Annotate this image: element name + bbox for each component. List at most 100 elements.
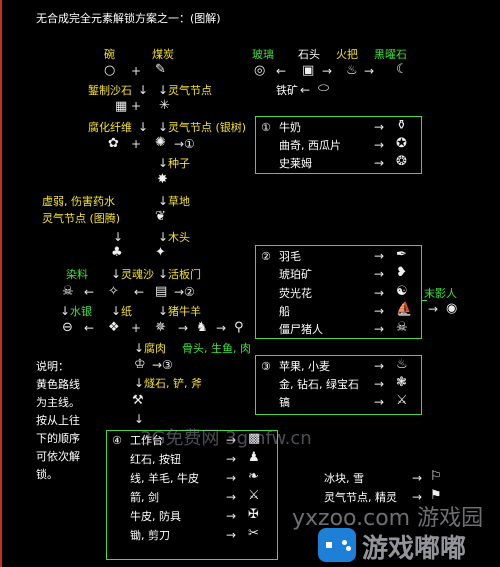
- paper-icon: ❖: [108, 320, 120, 335]
- arrow-right: →: [374, 156, 385, 170]
- box-2-number: ②: [261, 250, 271, 263]
- mercury-label: 水银: [70, 305, 92, 318]
- page-title: 无合成完全元素解锁方案之一：(图解): [36, 12, 221, 25]
- bone-fish-meat-label: 骨头, 生鱼, 肉: [182, 342, 251, 355]
- box-2-item: 琥珀矿: [279, 268, 312, 281]
- cookie-icon: ✪: [396, 136, 407, 151]
- arrow-right: →: [178, 321, 189, 335]
- box-2-item: 僵尸猪人: [279, 323, 323, 336]
- arrow-right: →: [364, 64, 375, 78]
- enderman-label: 末影人: [424, 287, 457, 300]
- soul-sand-icon: ✧: [108, 284, 119, 299]
- box-4-item: 红石, 按钮: [130, 453, 181, 466]
- arrow-right: →: [374, 359, 385, 373]
- button-dot-icon: [342, 540, 347, 545]
- box-2-item: 船: [279, 305, 290, 318]
- plus-sign: +: [131, 321, 142, 335]
- box-4-title: 工作台: [130, 434, 163, 447]
- arrow-right: →: [226, 433, 237, 447]
- enderman-icon: ◉: [446, 301, 458, 316]
- arrow-down: ↓: [138, 83, 149, 97]
- button-dot-icon: [346, 546, 351, 551]
- plus-sign: +: [131, 137, 142, 151]
- arrow-right-3: →③: [152, 358, 173, 372]
- notes-line: 按从上往: [36, 414, 80, 427]
- rotten-flesh-icon: ♔: [134, 357, 146, 372]
- coal-label: 煤炭: [152, 48, 174, 61]
- arrow-down: ↓: [158, 83, 169, 97]
- arrow-down: ↓: [134, 376, 145, 390]
- arrow-right: →: [428, 302, 439, 316]
- fiber-label: 腐化纤维: [88, 121, 132, 134]
- arrow-right: →: [374, 322, 385, 336]
- box-4-item: 线, 羊毛, 牛皮: [130, 472, 199, 485]
- arrow-right: →: [216, 321, 227, 335]
- coal-icon: ✎: [155, 62, 166, 77]
- rotten-flesh-label: 腐肉: [144, 342, 166, 355]
- box-2-item: 荧光花: [279, 287, 312, 300]
- arrow-left: ←: [84, 285, 95, 299]
- arrow-left: ←: [134, 285, 145, 299]
- arrow-right-1: →①: [174, 137, 195, 151]
- box-4: [106, 430, 278, 560]
- arrow-down: ↓: [158, 120, 169, 134]
- flint-label: 燧石, 铲, 斧: [144, 377, 202, 390]
- box-2: [255, 245, 422, 339]
- arrow-right-2: →②: [174, 285, 195, 299]
- bone-icon: ⚲: [234, 320, 244, 335]
- arrow-down: ↓: [158, 304, 169, 318]
- glass-label: 玻璃: [252, 48, 274, 61]
- box-4-item: 锄, 剪刀: [130, 529, 170, 542]
- dye-icon: ☠: [62, 284, 74, 299]
- arrow-down: ↓: [111, 304, 122, 318]
- obsidian-icon: ☾: [396, 62, 408, 77]
- arrow-right: →: [226, 490, 237, 504]
- iron-ore-label: 铁矿: [276, 84, 298, 97]
- wood-label: 木头: [168, 231, 190, 244]
- bowl-icon: ○: [104, 63, 116, 78]
- notes-line: 为主线。: [36, 396, 80, 409]
- arrow-right: →: [226, 452, 237, 466]
- weakness-potion-label: 虚弱, 伤害药水: [42, 195, 115, 208]
- slime-icon: ❂: [396, 154, 407, 169]
- feather-icon: ✒: [396, 247, 407, 262]
- boat-icon: ⛵: [396, 302, 413, 317]
- notes-line: 可依次解: [36, 450, 80, 463]
- arrow-right: →: [374, 395, 385, 409]
- arrow-right: →: [226, 471, 237, 485]
- plus-sign: +: [131, 99, 142, 113]
- sword-icon: ⚔: [248, 488, 260, 503]
- flesh-icon: ♞: [196, 320, 208, 335]
- stone-label: 石头: [298, 48, 320, 61]
- site-watermark: 3G免费网 3gmfw.cn: [140, 428, 312, 449]
- arrow-down: ↓: [158, 194, 169, 208]
- gold-icon: ❃: [396, 375, 407, 390]
- spirit-node-icon: ✺: [155, 135, 166, 150]
- potion-icon: ♣: [111, 245, 123, 260]
- arrow-down: ↓: [113, 230, 124, 244]
- arrow-down: ↓: [60, 304, 71, 318]
- ice-icon: ⚐: [430, 469, 442, 484]
- yxzoo-watermark: yxzoo.com 游戏园: [292, 506, 484, 531]
- box-1-number: ①: [261, 121, 271, 134]
- arrow-right: →: [412, 471, 423, 485]
- box-1: [255, 116, 422, 174]
- amber-icon: ❥: [396, 265, 407, 280]
- arrow-right: →: [374, 304, 385, 318]
- notes-line: 下的顺序: [36, 432, 80, 445]
- torch-label: 火把: [336, 48, 358, 61]
- box-3-item: 苹果, 小麦: [279, 360, 330, 373]
- notes-line: 黄色路线: [36, 378, 80, 391]
- arrow-right: →: [322, 64, 333, 78]
- milk-icon: ⚱: [396, 118, 407, 133]
- seed-label: 种子: [168, 157, 190, 170]
- torch-icon: ♨: [346, 63, 358, 78]
- stone-icon: ▣: [302, 63, 315, 78]
- spirit-node-totem-label: 灵气节点 (图腾): [42, 212, 121, 225]
- mercury-icon: ⊖: [62, 320, 73, 335]
- shears-icon: ✂: [248, 526, 259, 541]
- box-1-item: 牛奶: [279, 121, 301, 134]
- arrow-down: ↓: [158, 230, 169, 244]
- string-icon: ❧: [248, 469, 259, 484]
- left-edge-line: [0, 0, 2, 567]
